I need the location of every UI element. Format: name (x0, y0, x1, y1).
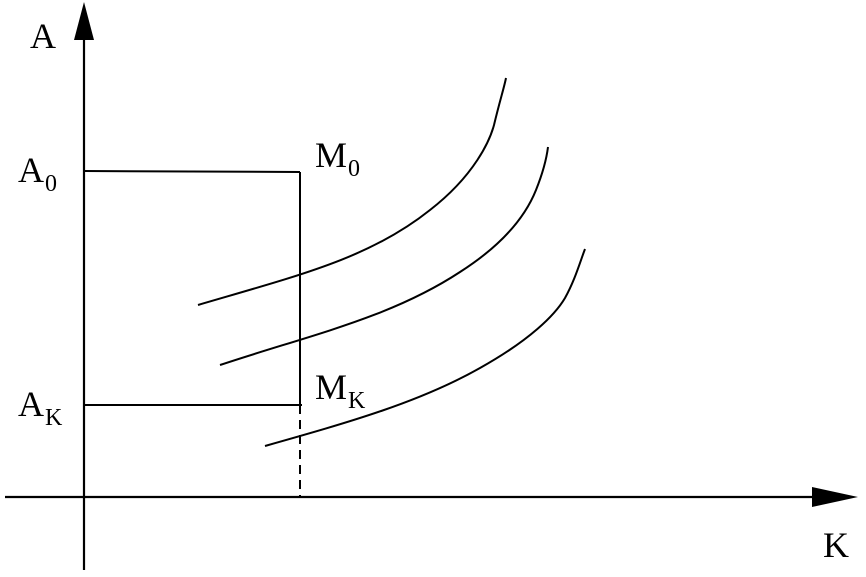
horizontal-axis-arrowhead (812, 487, 858, 507)
curve-upper (197, 77, 507, 306)
a0-label: A0 (18, 150, 57, 196)
mk-symbol: M (315, 367, 348, 407)
a0-subscript: 0 (45, 171, 57, 197)
m0-label: M0 (315, 135, 360, 181)
m0-symbol: M (315, 135, 348, 175)
ak-label: AK (18, 384, 62, 430)
a0-level-line (83, 170, 301, 173)
curve-lower (264, 248, 586, 447)
m0-subscript: 0 (348, 156, 361, 182)
ak-subscript: K (45, 405, 63, 431)
mk-subscript: K (348, 388, 366, 414)
vertical-axis-arrowhead (74, 2, 94, 40)
mk-label: MK (315, 367, 365, 413)
a0-symbol: A (18, 150, 44, 190)
vertical-axis-label: A (30, 16, 56, 56)
ak-symbol: A (18, 384, 44, 424)
curve-middle (219, 146, 549, 366)
horizontal-axis-label: K (823, 525, 849, 565)
